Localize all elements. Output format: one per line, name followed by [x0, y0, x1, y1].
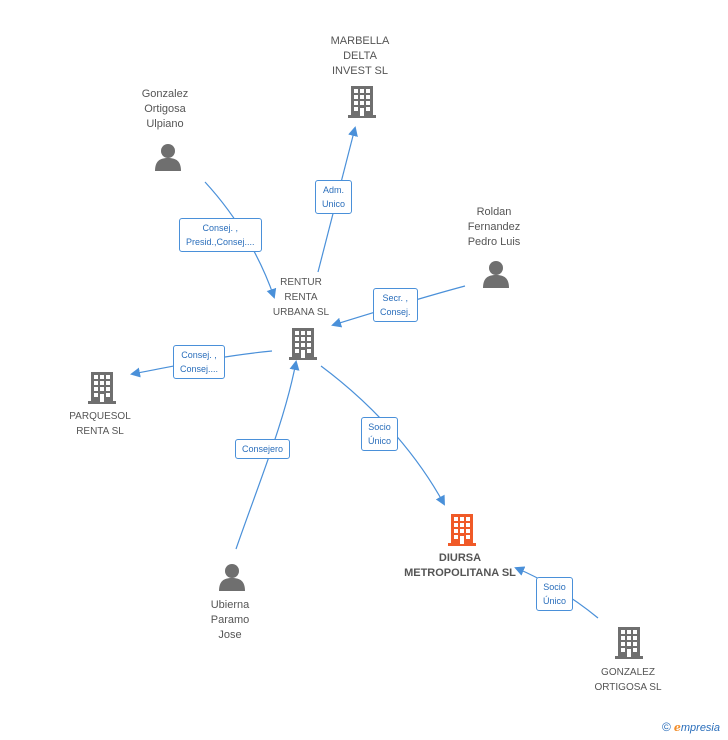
building-icon	[348, 86, 376, 118]
edge-label-rentur-marbella[interactable]: Adm. Unico	[315, 180, 353, 214]
edge-label-rentur-diursa[interactable]: Socio Único	[361, 417, 399, 451]
person-icon	[155, 144, 181, 171]
edge-label-ubierna-rentur[interactable]: Consejero	[235, 439, 291, 459]
brand-footer: © empresia	[662, 720, 720, 734]
node-label-marbella[interactable]: MARBELLA DELTA INVEST SL	[330, 35, 390, 77]
brand-logo-text: mpresia	[680, 722, 720, 734]
building-icon	[289, 328, 317, 360]
building-icon-focus	[448, 514, 476, 546]
node-label-gonzalez-person[interactable]: Gonzalez Ortigosa Ulpiano	[141, 88, 189, 130]
node-label-parquesol[interactable]: PARQUESOL RENTA SL	[69, 411, 131, 437]
brand-logo-initial: e	[673, 721, 681, 734]
node-label-rentur[interactable]: RENTUR RENTA URBANA SL	[272, 277, 330, 318]
edge-label-gonzalezsl-diursa[interactable]: Socio Único	[536, 577, 574, 611]
building-icon	[88, 372, 116, 404]
edge-label-roldan-rentur[interactable]: Secr. , Consej.	[373, 288, 418, 322]
node-label-roldan[interactable]: Roldan Fernandez Pedro Luis	[467, 206, 521, 248]
copyright-symbol: ©	[661, 720, 671, 734]
edge-label-gonzalez-rentur[interactable]: Consej. , Presid.,Consej....	[179, 218, 262, 252]
person-icon	[219, 564, 245, 591]
edge-label-rentur-parquesol[interactable]: Consej. , Consej....	[173, 345, 226, 379]
node-label-gonzalez-sl[interactable]: GONZALEZ ORTIGOSA SL	[594, 667, 662, 693]
node-label-diursa[interactable]: DIURSA METROPOLITANA SL	[404, 552, 516, 579]
node-label-ubierna[interactable]: Ubierna Paramo Jose	[210, 599, 250, 641]
person-icon	[483, 261, 509, 288]
building-icon	[615, 627, 643, 659]
